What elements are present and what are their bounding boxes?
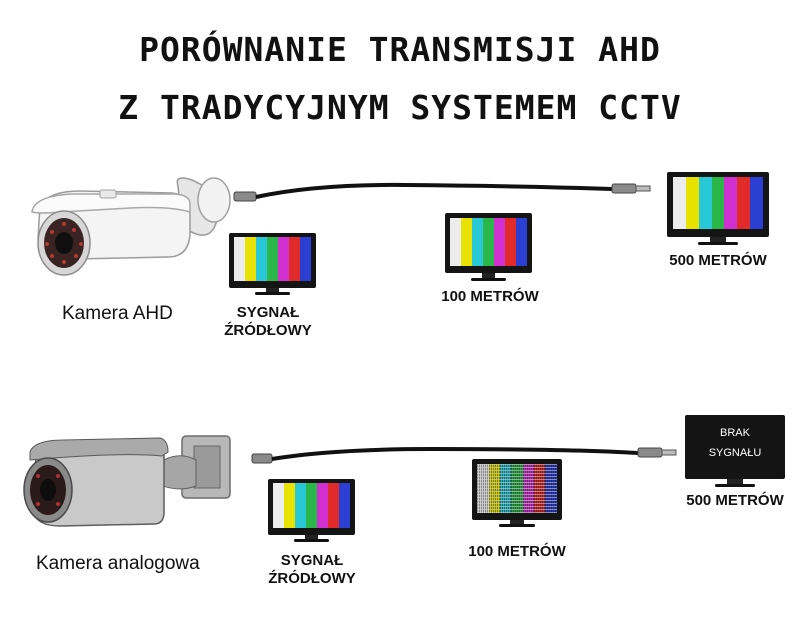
analog-500m-label: 500 METRÓW [686,492,784,509]
analog-source-label-line-1: SYGNAŁ [280,552,344,569]
color-bar [284,483,296,529]
no-signal-line-1: BRAK [720,426,750,439]
ahd-source-label: SYGNAŁ ŹRÓDŁOWY [206,304,330,340]
color-bar [299,237,311,282]
analog-camera-icon [23,435,231,527]
color-bar [327,483,339,529]
color-bar [472,217,484,266]
color-bar [515,217,527,266]
color-bar [500,463,512,513]
color-bar [245,237,257,282]
ahd-camera-icon [31,177,231,276]
color-bar [504,217,516,266]
color-bar [450,217,462,266]
color-bar [493,217,505,266]
ahd-source-monitor [229,233,316,295]
ahd-500m-label: 500 METRÓW [669,252,767,269]
analog-camera-label: Kamera analogowa [36,553,200,574]
color-bar [256,237,268,282]
color-bar [306,483,317,529]
color-bar [545,463,557,513]
color-bar [750,177,763,230]
color-bar [277,237,289,282]
color-bar [483,217,494,266]
color-bar [711,177,725,230]
color-bar [488,463,501,513]
color-bar [724,177,738,230]
color-bar [533,463,546,513]
analog-100m-monitor [472,459,562,527]
color-bar [461,217,473,266]
analog-100m-label: 100 METRÓW [468,543,566,560]
color-bar [477,463,489,513]
no-signal-text: BRAK SYGNAŁU [693,423,777,463]
analog-source-label-line-2: ŹRÓDŁOWY [268,570,356,587]
no-signal-line-2: SYGNAŁU [708,446,762,459]
color-bar [338,483,350,529]
ahd-source-label-line-1: SYGNAŁ [236,304,300,321]
color-bar [511,463,523,513]
color-bar [522,463,534,513]
analog-source-label: SYGNAŁ ŹRÓDŁOWY [250,552,374,588]
color-bar [685,177,699,230]
ahd-500m-monitor [667,172,769,245]
analog-source-monitor [268,479,355,542]
color-bar [267,237,278,282]
title-line-2: Z TRADYCYJNYM SYSTEMEM CCTV [118,88,682,127]
color-bar [316,483,328,529]
ahd-100m-monitor [445,213,532,281]
title-line-1: PORÓWNANIE TRANSMISJI AHD [139,30,661,69]
ahd-source-label-line-2: ŹRÓDŁOWY [224,322,312,339]
color-bar [295,483,307,529]
ahd-100m-label: 100 METRÓW [441,288,539,305]
ahd-camera-label: Kamera AHD [62,303,173,324]
color-bar [698,177,712,230]
ahd-coax-cable [233,182,651,202]
color-bar [288,237,300,282]
color-bar [737,177,751,230]
analog-coax-cable [251,446,677,464]
color-bar [234,237,246,282]
color-bar [673,177,686,230]
analog-500m-monitor: BRAK SYGNAŁU [685,415,785,487]
color-bar [273,483,285,529]
